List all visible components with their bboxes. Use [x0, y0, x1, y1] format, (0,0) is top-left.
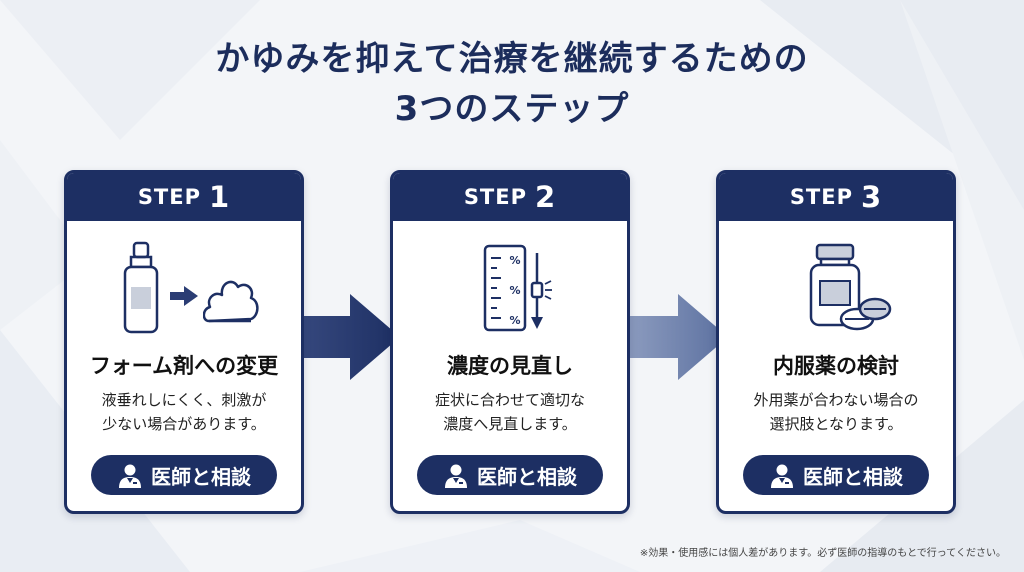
step-description-line: 選択肢となります。: [769, 415, 903, 433]
page-title: かゆみを抑えて治療を継続するための 3つのステップ: [0, 34, 1024, 134]
step-label: STEP: [137, 185, 201, 209]
doctor-icon: [771, 464, 793, 488]
step-description-line: 外用薬が合わない場合の: [753, 391, 919, 409]
doctor-icon: [119, 464, 141, 488]
medicine-bottle-icon: [809, 243, 861, 327]
step-card-2: STEP 2 % % % 濃度の見直し 症状に合わせて適切な 濃度へ見直しま: [390, 170, 630, 514]
slider-icon: [530, 253, 552, 329]
step-description: 外用薬が合わない場合の 選択肢となります。: [729, 388, 943, 436]
page-title-line2: 3つのステップ: [394, 89, 630, 129]
step-card-1: STEP 1 フォーム剤への変更 液垂れしにくく、刺激が 少ない場合があります。…: [64, 170, 304, 514]
step-icons: [719, 241, 953, 341]
consult-doctor-button[interactable]: 医師と相談: [417, 455, 603, 495]
concentration-gauge-icon: % % %: [483, 244, 527, 332]
consult-doctor-button[interactable]: 医師と相談: [91, 455, 277, 495]
step-label: STEP: [789, 185, 853, 209]
step-description: 症状に合わせて適切な 濃度へ見直します。: [403, 388, 617, 436]
doctor-icon: [445, 464, 467, 488]
step-number: 2: [535, 180, 557, 214]
step-description: 液垂れしにくく、刺激が 少ない場合があります。: [77, 388, 291, 436]
gauge-mark: %: [509, 284, 520, 297]
step-description-line: 濃度へ見直します。: [443, 415, 577, 433]
consult-label: 医師と相談: [151, 464, 251, 489]
step-description-line: 症状に合わせて適切な: [434, 391, 585, 409]
arrow-right-icon: [300, 294, 400, 380]
step-header: STEP 3: [719, 173, 953, 221]
step-header: STEP 2: [393, 173, 627, 221]
step-title: 濃度の見直し: [447, 354, 573, 378]
step-title: 内服薬の検討: [773, 354, 899, 378]
gauge-mark: %: [509, 314, 520, 327]
step-card-3: STEP 3 内服薬の検討 外用薬が合わない場合の 選択肢となります。 医師と相…: [716, 170, 956, 514]
page-title-line1: かゆみを抑えて治療を継続するための: [215, 39, 809, 79]
consult-label: 医師と相談: [477, 464, 577, 489]
step-label: STEP: [463, 185, 527, 209]
foam-icon: [203, 280, 259, 323]
gauge-mark: %: [509, 254, 520, 267]
step-icons: [67, 241, 301, 341]
step-number: 1: [209, 180, 231, 214]
step-header: STEP 1: [67, 173, 301, 221]
spray-bottle-icon: [123, 241, 159, 334]
consult-doctor-button[interactable]: 医師と相談: [743, 455, 929, 495]
arrow-right-icon: [170, 286, 198, 306]
step-icons: % % %: [393, 241, 627, 341]
footnote: ※効果・使用感には個人差があります。必ず医師の指導のもとで行ってください。: [639, 548, 1006, 559]
step-description-line: 少ない場合があります。: [102, 415, 266, 433]
step-number: 3: [861, 180, 883, 214]
arrow-right-icon: [628, 294, 728, 380]
consult-label: 医師と相談: [803, 464, 903, 489]
step-description-line: 液垂れしにくく、刺激が: [101, 391, 267, 409]
step-title: フォーム剤への変更: [89, 354, 279, 378]
pills-icon: [839, 297, 892, 331]
